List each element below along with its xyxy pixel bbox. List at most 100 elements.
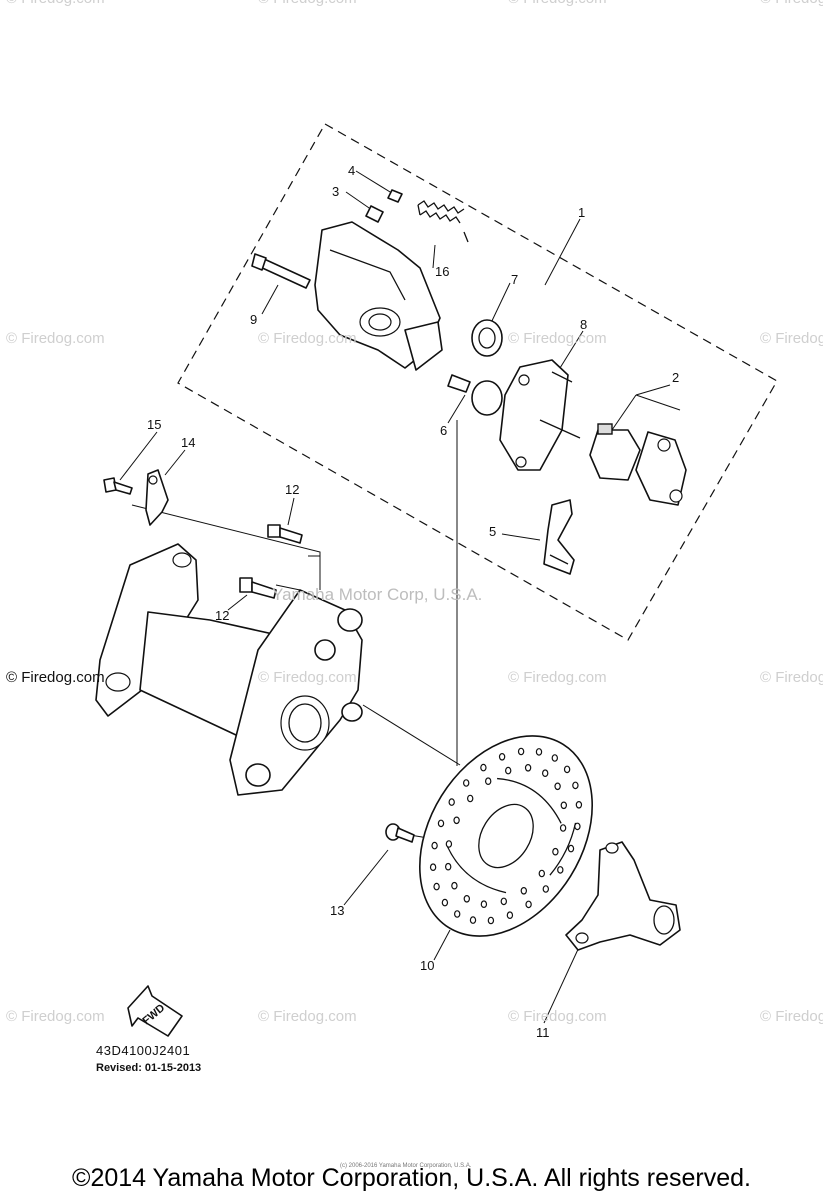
center-watermark: Yamaha Motor Corp, U.S.A.	[272, 585, 483, 604]
disc-vent-hole	[574, 822, 581, 831]
revision-date: Revised: 01-15-2013	[96, 1062, 202, 1074]
disc-vent-hole	[448, 798, 455, 806]
disc-vent-hole	[559, 824, 567, 832]
disc-vent-hole	[520, 886, 528, 895]
callout-12-lower: 12	[215, 608, 230, 623]
bleed-screw	[365, 189, 403, 223]
forward-arrow: FWD	[127, 985, 183, 1037]
disc-vent-hole	[563, 765, 571, 774]
disc-vent-hole	[451, 881, 458, 890]
caliper-bolt	[251, 253, 311, 289]
disc-vent-hole	[542, 885, 550, 893]
watermark: © Firedog.com	[258, 0, 357, 7]
disc-vent-hole	[433, 882, 440, 891]
brake-disc	[419, 735, 593, 937]
disc-vent-hole	[535, 748, 543, 756]
disc-vent-hole	[542, 769, 549, 778]
watermark: © Firedog.com	[508, 1008, 607, 1025]
callout-8: 8	[580, 317, 588, 332]
callout-5: 5	[489, 524, 497, 539]
bolt-small	[103, 477, 133, 495]
copyright-footer: ©2014 Yamaha Motor Corporation, U.S.A. A…	[72, 1164, 751, 1192]
spring	[417, 200, 469, 243]
disc-vent-hole	[453, 816, 460, 825]
watermark: © Firedog.com	[508, 669, 607, 686]
callout-4: 4	[348, 163, 356, 178]
disc-vent-hole	[505, 766, 512, 775]
disc-vent-hole	[552, 847, 559, 856]
pad-spring-clip	[543, 499, 575, 575]
disc-vent-hole	[557, 866, 564, 874]
callout-16: 16	[435, 264, 450, 279]
callout-1: 1	[578, 205, 586, 220]
brake-pad-outer	[635, 431, 687, 506]
watermark: © Firedog.com	[760, 330, 823, 347]
wheel-hub	[565, 841, 681, 951]
watermark: © Firedog.com	[6, 330, 105, 347]
disc-vent-hole	[500, 897, 507, 906]
leader-lines	[119, 170, 681, 1024]
disc-vent-hole	[575, 800, 583, 809]
caliper-assembly-boundary	[177, 123, 778, 641]
disc-vent-hole	[431, 841, 438, 850]
disc-vent-hole	[560, 801, 568, 810]
callout-11: 11	[536, 1025, 550, 1040]
boot-upper	[471, 319, 503, 357]
disc-vent-hole	[437, 819, 445, 828]
watermark: © Firedog.com	[258, 330, 357, 347]
disc-bolt	[385, 823, 415, 843]
watermark: © Firedog.com	[6, 1008, 105, 1025]
disc-vent-hole	[524, 763, 532, 772]
caliper-bracket	[499, 359, 581, 471]
watermark: © Firedog.com	[258, 1008, 357, 1025]
disc-vent-hole	[567, 844, 575, 853]
disc-vent-hole	[572, 781, 579, 790]
disc-vent-hole	[506, 911, 514, 920]
bolt-upper	[267, 524, 303, 544]
disc-vent-hole	[498, 752, 506, 761]
disc-vent-hole	[445, 840, 453, 848]
bolt-lower	[239, 577, 277, 599]
watermark: © Firedog.com	[508, 330, 607, 347]
disc-vent-hole	[480, 763, 487, 772]
disc-vent-hole	[485, 777, 492, 786]
watermark: © Firedog.com	[508, 0, 607, 7]
disc-vent-hole	[429, 863, 437, 872]
watermark: © Firedog.com	[258, 669, 357, 686]
watermark: © Firedog.com	[760, 669, 823, 686]
disc-vent-hole	[463, 779, 470, 787]
watermark: © Firedog.com	[6, 669, 105, 686]
disc-vent-hole	[551, 754, 559, 762]
hose-bracket	[145, 469, 169, 526]
callout-9: 9	[250, 312, 258, 327]
disc-vent-hole	[454, 910, 461, 918]
disc-vent-hole	[517, 747, 525, 756]
brake-caliper	[314, 221, 443, 371]
diagram-part-code: 43D4100J2401	[96, 1043, 191, 1058]
brake-pad-inner	[589, 423, 641, 481]
callout-10: 10	[420, 958, 435, 973]
disc-vent-hole	[554, 782, 561, 791]
fine-print-copyright: (c) 2006-2016 Yamaha Motor Corporation, …	[340, 1163, 472, 1169]
disc-vent-hole	[525, 900, 532, 909]
watermark: © Firedog.com	[760, 0, 823, 7]
watermark: © Firedog.com	[760, 1008, 823, 1025]
callout-13: 13	[330, 903, 345, 918]
disc-vent-hole	[487, 916, 495, 925]
disc-vent-holes	[429, 747, 583, 925]
disc-vent-hole	[441, 898, 449, 907]
callout-2: 2	[672, 370, 680, 385]
callout-15: 15	[147, 417, 162, 432]
disc-vent-hole	[538, 869, 546, 878]
callout-3: 3	[332, 184, 340, 199]
disc-vent-hole	[445, 862, 452, 871]
disc-vent-hole	[463, 894, 470, 903]
callout-7: 7	[511, 272, 519, 287]
callout-6: 6	[440, 423, 448, 438]
callout-12-upper: 12	[285, 482, 300, 497]
callout-14: 14	[181, 435, 196, 450]
disc-vent-hole	[469, 916, 477, 924]
disc-vent-hole	[467, 794, 474, 803]
watermark: © Firedog.com	[6, 0, 105, 7]
